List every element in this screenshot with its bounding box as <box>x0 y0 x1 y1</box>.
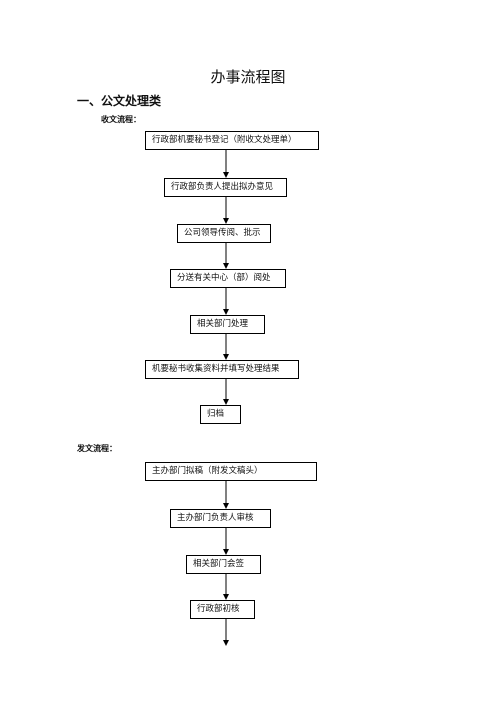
receive-step-4: 分送有关中心（部）阅处 <box>170 269 286 288</box>
receive-step-5: 相关部门处理 <box>190 315 265 334</box>
receive-step-2: 行政部负责人提出拟办意见 <box>164 178 287 197</box>
send-step-2: 主办部门负责人审核 <box>170 509 271 528</box>
section-heading: 一、公文处理类 <box>77 94 162 108</box>
receive-flow-label: 收文流程： <box>101 114 141 124</box>
send-step-4: 行政部初核 <box>190 600 255 619</box>
send-step-3: 相关部门会签 <box>186 555 261 574</box>
page-title: 办事流程图 <box>210 68 286 86</box>
send-flow-label: 发文流程： <box>77 443 117 453</box>
receive-step-1: 行政部机要秘书登记（附收文处理单） <box>145 131 319 150</box>
receive-step-3: 公司领导传阅、批示 <box>177 224 271 243</box>
receive-step-7: 归档 <box>200 405 241 424</box>
receive-step-6: 机要秘书收集资料并填写处理结果 <box>145 360 299 379</box>
send-step-1: 主办部门拟稿（附发文稿头） <box>145 462 317 481</box>
